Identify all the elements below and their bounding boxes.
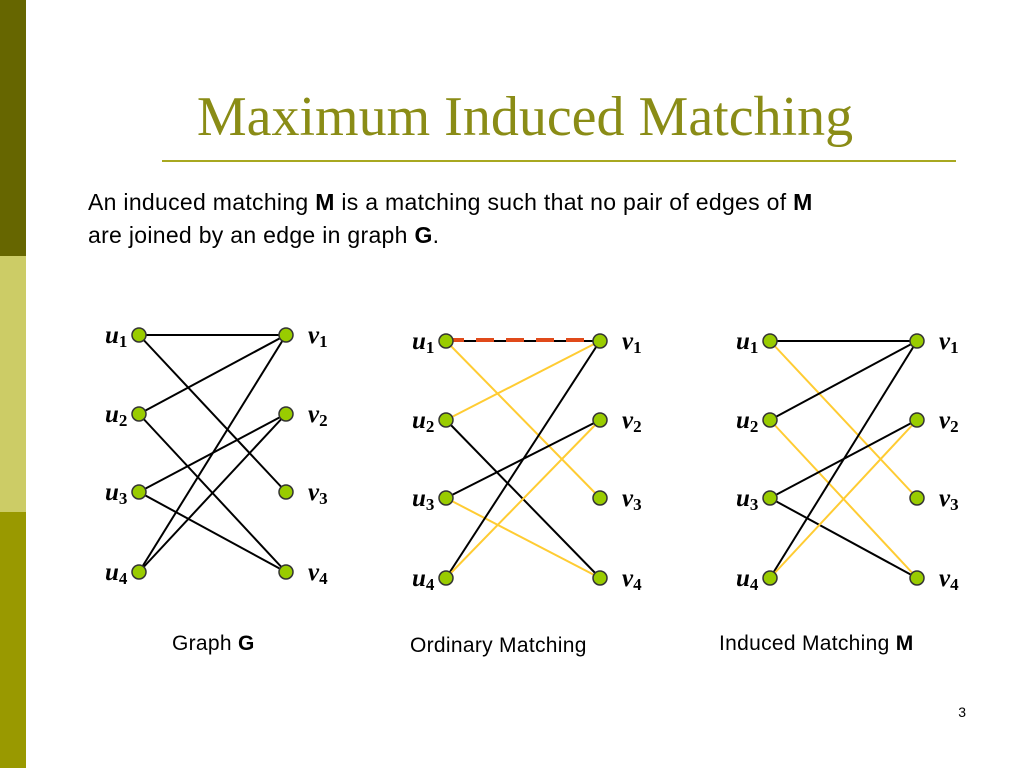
graph-g-node-u2: [131, 406, 147, 422]
ordinary-matching-edge-u3-v4: [445, 497, 601, 579]
graph-g-label-v3: v3: [308, 479, 328, 508]
slide-description: An induced matching M is a matching such…: [88, 186, 1008, 252]
induced-matching-diagram: u1 v1 u2 v2 u3 v3 u4 v4: [736, 328, 959, 594]
induced-matching-edge-u4-v2: [769, 419, 918, 579]
induced-matching-node-u4: [762, 570, 778, 586]
sidebar-band-bottom: [0, 512, 26, 768]
induced-matching-label-v1: v1: [939, 328, 959, 357]
graph-g-node-v1: [278, 327, 294, 343]
ordinary-matching-label-u1: u1: [412, 328, 434, 357]
ordinary-matching-node-u2: [438, 412, 454, 428]
graph-g-edge-u4-v2: [138, 413, 287, 573]
ordinary-matching-label-u2: u2: [412, 407, 434, 436]
ordinary-matching-label-v3: v3: [622, 485, 642, 514]
induced-matching-node-u3: [762, 490, 778, 506]
ordinary-matching-edge-u4-v2: [445, 419, 601, 579]
ordinary-matching-edge-u1-v3: [445, 340, 601, 499]
caption-graph-g: Graph G: [172, 632, 255, 656]
graph-g-label-v1: v1: [308, 322, 328, 351]
induced-matching-label-v4: v4: [939, 565, 959, 594]
graph-g-label-u4: u4: [105, 559, 128, 588]
ordinary-matching-node-v3: [592, 490, 608, 506]
sidebar-band-middle: [0, 256, 26, 512]
graph-g-label-u1: u1: [105, 322, 127, 351]
induced-matching-label-u3: u3: [736, 485, 758, 514]
description-text-3: are joined by an edge in graph: [88, 222, 415, 248]
induced-matching-label-v2: v2: [939, 407, 959, 436]
page-number: 3: [958, 704, 966, 720]
description-text-2: is a matching such that no pair of edges…: [334, 189, 794, 215]
induced-matching-node-u2: [762, 412, 778, 428]
induced-matching-node-v1: [909, 333, 925, 349]
ordinary-matching-label-u4: u4: [412, 565, 435, 594]
ordinary-matching-label-v1: v1: [622, 328, 642, 357]
induced-matching-label-u1: u1: [736, 328, 758, 357]
ordinary-matching-node-u4: [438, 570, 454, 586]
graph-g-node-v2: [278, 406, 294, 422]
induced-matching-edge-u3-v4: [769, 497, 918, 579]
graph-g-label-v4: v4: [308, 559, 328, 588]
induced-matching-edge-u2-v1: [769, 340, 918, 421]
graph-g-label-u2: u2: [105, 401, 127, 430]
caption-ordinary-matching-text: Ordinary Matching: [410, 634, 587, 657]
graph-g-edge-u2-v1: [138, 334, 287, 415]
ordinary-matching-label-v2: v2: [622, 407, 642, 436]
graph-g-node-u3: [131, 484, 147, 500]
induced-matching-label-v3: v3: [939, 485, 959, 514]
induced-matching-edge-u4-v1: [769, 340, 918, 579]
ordinary-matching-edge-u2-v1: [445, 340, 601, 421]
graph-g-edge-u4-v1: [138, 334, 287, 573]
description-bold-3: G: [414, 222, 433, 248]
ordinary-matching-diagram: u1 v1 u2 v2 u3 v3 u4 v4: [412, 328, 642, 594]
caption-ordinary-matching: Ordinary Matching: [410, 634, 587, 658]
induced-matching-label-u4: u4: [736, 565, 759, 594]
graph-g-label-v2: v2: [308, 401, 328, 430]
graph-g-edge-u3-v4: [138, 491, 287, 573]
graph-g-edge-u1-v3: [138, 334, 287, 493]
caption-graph-g-bold: G: [238, 632, 255, 655]
graph-g-node-v3: [278, 484, 294, 500]
induced-matching-node-v2: [909, 412, 925, 428]
induced-matching-node-v4: [909, 570, 925, 586]
ordinary-matching-node-v1: [592, 333, 608, 349]
description-bold-1: M: [315, 189, 335, 215]
slide-title: Maximum Induced Matching: [196, 86, 854, 148]
graph-g-node-u4: [131, 564, 147, 580]
caption-induced-matching-bold: M: [895, 632, 914, 655]
ordinary-matching-node-v4: [592, 570, 608, 586]
sidebar-band-top: [0, 0, 26, 256]
graph-g-node-u1: [131, 327, 147, 343]
graph-g-node-v4: [278, 564, 294, 580]
caption-graph-g-text: Graph: [172, 632, 238, 655]
title-underline: [162, 160, 956, 162]
caption-induced-matching: Induced Matching M: [719, 632, 914, 656]
ordinary-matching-edge-u4-v1: [445, 340, 601, 579]
ordinary-matching-node-u3: [438, 490, 454, 506]
induced-matching-label-u2: u2: [736, 407, 758, 436]
ordinary-matching-node-v2: [592, 412, 608, 428]
induced-matching-node-v3: [909, 490, 925, 506]
induced-matching-edge-u1-v3: [769, 340, 918, 499]
description-text-4: .: [432, 222, 440, 248]
induced-matching-node-u1: [762, 333, 778, 349]
description-bold-2: M: [793, 189, 813, 215]
graph-g-diagram: u1 v1 u2 v2 u3 v3 u4 v4: [105, 322, 328, 588]
sidebar-decoration: [0, 0, 26, 768]
ordinary-matching-node-u1: [438, 333, 454, 349]
graph-g-label-u3: u3: [105, 479, 127, 508]
description-text-1: An induced matching: [88, 189, 316, 215]
ordinary-matching-label-u3: u3: [412, 485, 434, 514]
caption-induced-matching-text: Induced Matching: [719, 632, 896, 655]
ordinary-matching-label-v4: v4: [622, 565, 642, 594]
